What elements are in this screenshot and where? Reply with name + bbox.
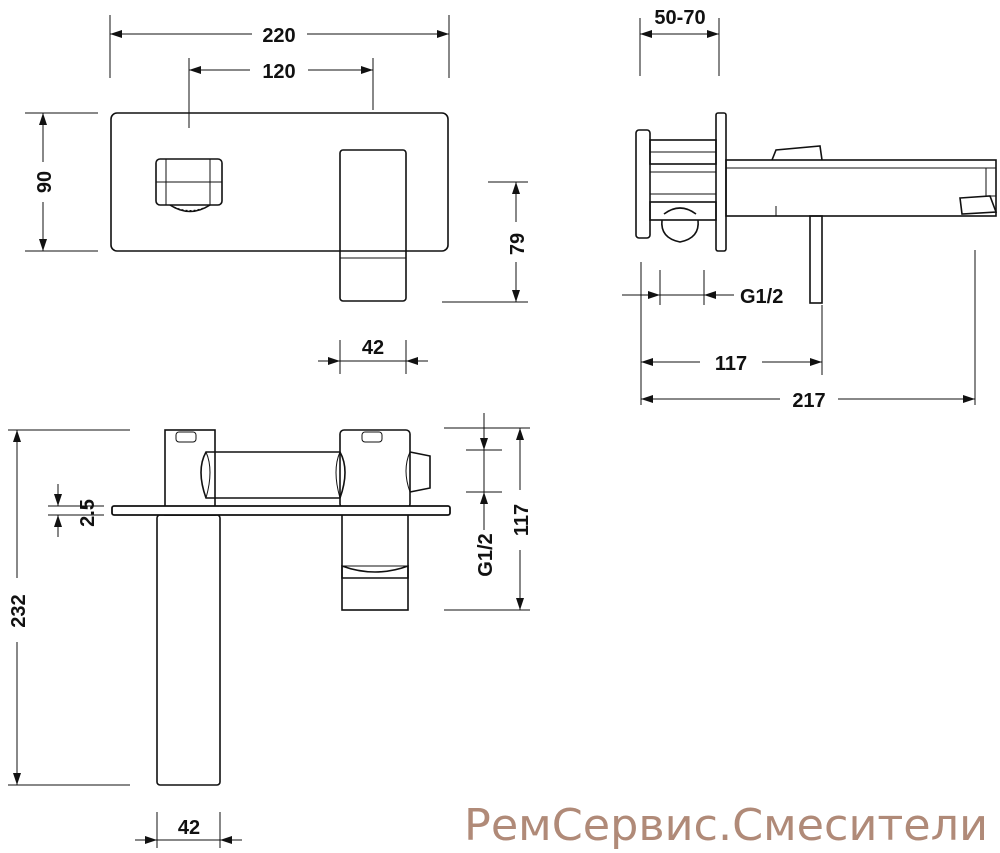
top-wall-plate [111, 505, 451, 516]
dim-side-wall-depth: 50-70 [639, 7, 720, 76]
side-handle [771, 145, 823, 304]
dim-front-handle-width: 42 [318, 337, 428, 374]
svg-text:79: 79 [507, 233, 529, 255]
side-wall-plate [715, 112, 727, 252]
dim-side-spout-reach: 217 [641, 250, 976, 412]
svg-text:42: 42 [178, 817, 200, 839]
dim-top-body-depth: 117 [444, 427, 533, 611]
svg-text:G1/2: G1/2 [475, 533, 497, 576]
side-view: 50-70 G1/2 117 217 [622, 7, 998, 412]
svg-text:117: 117 [715, 353, 747, 375]
top-valve-body [339, 429, 431, 611]
svg-text:232: 232 [8, 594, 30, 627]
front-spout-outlet [155, 158, 223, 213]
dim-front-width-total: 220 [109, 15, 450, 78]
dim-front-spout-offset: 120 [188, 58, 374, 128]
dim-top-spout-width: 42 [135, 812, 242, 848]
top-spout [156, 514, 221, 786]
front-wall-plate [110, 112, 449, 252]
dim-side-thread: G1/2 [622, 270, 783, 308]
dim-front-plate-height: 90 [25, 112, 98, 252]
front-handle-lever [339, 149, 407, 302]
svg-text:90: 90 [34, 171, 56, 193]
dim-side-handle-reach: 117 [640, 262, 823, 405]
svg-text:217: 217 [792, 390, 825, 412]
side-spout [725, 159, 998, 217]
dim-top-length-total: 232 [8, 429, 130, 786]
side-mounting-block [635, 129, 717, 243]
dim-top-plate-thickness: 2.5 [48, 484, 104, 537]
front-view: 220 120 90 79 [25, 15, 529, 374]
svg-text:117: 117 [511, 504, 533, 536]
svg-text:120: 120 [262, 61, 295, 83]
watermark-text: РемСервис.Смесители [464, 800, 988, 851]
svg-text:220: 220 [262, 25, 295, 47]
svg-text:G1/2: G1/2 [740, 286, 783, 308]
dim-top-thread: G1/2 [466, 413, 502, 577]
dim-front-handle-drop: 79 [442, 181, 529, 303]
top-connecting-body [200, 451, 346, 499]
top-view: 2.5 232 G1/2 117 [8, 413, 533, 848]
svg-text:42: 42 [362, 337, 384, 359]
svg-text:2.5: 2.5 [77, 499, 99, 527]
svg-text:50-70: 50-70 [654, 7, 705, 29]
